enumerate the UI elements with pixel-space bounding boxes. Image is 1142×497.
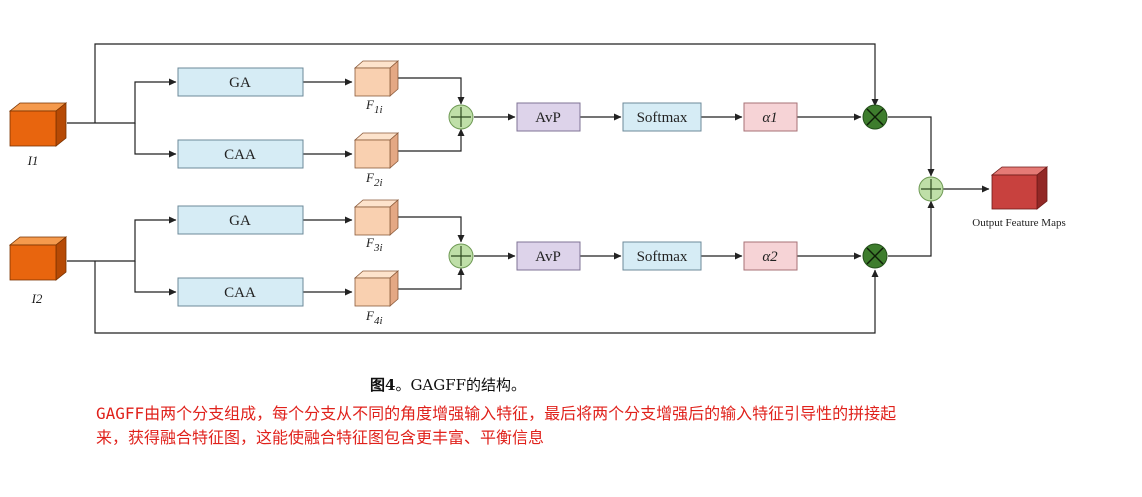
caa-box-1: CAA (177, 139, 304, 169)
output-label: Output Feature Maps (972, 217, 1065, 229)
connector (888, 116, 935, 177)
connector (95, 78, 177, 124)
figure-caption: 图4。GAGFF的结构。 (370, 374, 526, 395)
ga-label: GA (229, 75, 251, 91)
softmax-box-1: Softmax (622, 102, 702, 132)
feature-cube-4 (353, 270, 400, 307)
ga-box-2: GA (177, 205, 304, 235)
feature-label-4: F4i (365, 308, 383, 327)
connectors (67, 43, 990, 334)
annotation-note: GAGFF由两个分支组成，每个分支从不同的角度增强输入特征，最后将两个分支增强后… (96, 404, 897, 447)
output-cube (990, 166, 1049, 210)
skip-connection-1 (94, 43, 879, 123)
connector (398, 77, 465, 105)
feature-label-1: F1i (365, 97, 383, 116)
softmax-box-2: Softmax (622, 241, 702, 271)
avp-label: AvP (535, 249, 561, 265)
feature-cube-2 (353, 132, 400, 169)
connector (888, 200, 935, 257)
alpha-box-2: α2 (743, 241, 798, 271)
feature-cube-3 (353, 199, 400, 236)
feature-cube-1 (353, 60, 400, 97)
input-cube-2 (8, 236, 68, 281)
connector (398, 216, 465, 243)
avp-box-1: AvP (516, 102, 581, 132)
connector (134, 123, 177, 158)
connector (398, 267, 465, 290)
caa-label: CAA (224, 147, 256, 163)
plus-circle-final (918, 176, 944, 202)
times-circle-2 (862, 243, 888, 269)
alpha-label-1: α1 (762, 110, 777, 126)
times-circle-1 (862, 104, 888, 130)
caa-label: CAA (224, 285, 256, 301)
figure-number: 图4 (370, 376, 396, 394)
feature-label-3: F3i (365, 235, 383, 254)
alpha-label-2: α2 (762, 249, 778, 265)
input-label-1: I1 (27, 153, 39, 168)
connector (95, 216, 177, 262)
connector (134, 261, 177, 296)
ga-box-1: GA (177, 67, 304, 97)
plus-circle-1 (448, 104, 474, 130)
ga-label: GA (229, 213, 251, 229)
caa-box-2: CAA (177, 277, 304, 307)
softmax-label: Softmax (637, 249, 688, 265)
plus-circle-2 (448, 243, 474, 269)
skip-connection-2 (94, 261, 879, 334)
avp-label: AvP (535, 110, 561, 126)
alpha-box-1: α1 (743, 102, 798, 132)
caption-text: 。GAGFF的结构。 (395, 376, 527, 394)
input-cube-1 (8, 102, 68, 147)
softmax-label: Softmax (637, 110, 688, 126)
connector (398, 128, 465, 152)
avp-box-2: AvP (516, 241, 581, 271)
gagff-diagram: I1 I2 GA CAA GA CAA F1i F2i (8, 43, 1066, 334)
input-label-2: I2 (31, 291, 43, 306)
feature-label-2: F2i (365, 170, 383, 189)
